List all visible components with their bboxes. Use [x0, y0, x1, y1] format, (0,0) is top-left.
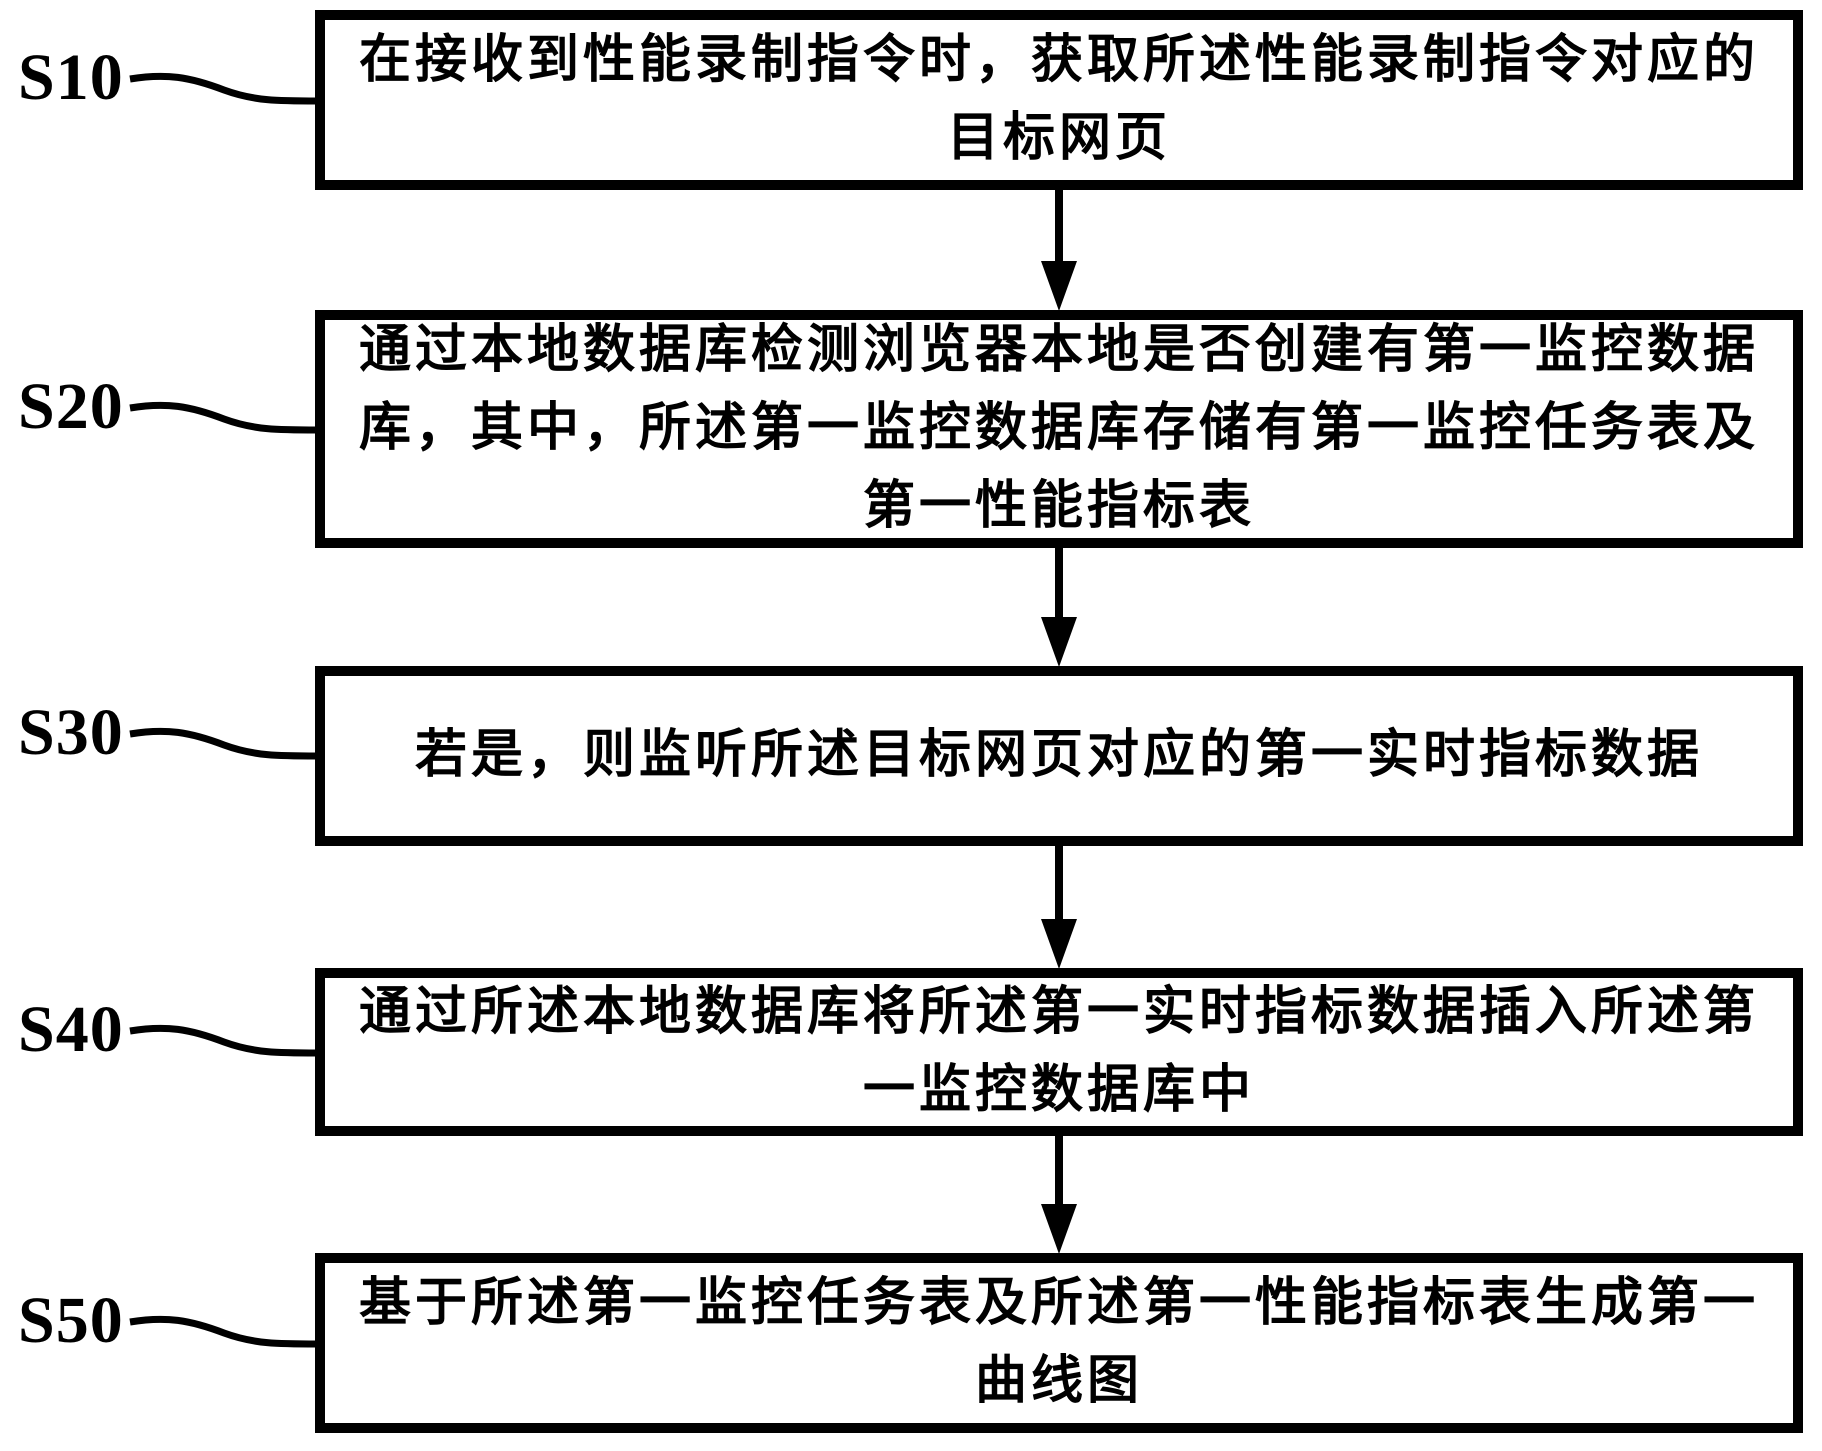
arrow-shaft	[1055, 846, 1063, 939]
step-text-line: 通过本地数据库检测浏览器本地是否创建有第一监控数据	[358, 322, 1759, 379]
step-box-s10: 在接收到性能录制指令时，获取所述性能录制指令对应的 目标网页	[315, 10, 1803, 190]
arrow-head-icon	[1041, 919, 1077, 969]
arrow-shaft	[1055, 548, 1063, 637]
step-text-line: 若是，则监听所述目标网页对应的第一实时指标数据	[414, 727, 1703, 784]
flow-arrow-down	[1039, 846, 1079, 969]
step-text-line: 通过所述本地数据库将所述第一实时指标数据插入所述第	[358, 984, 1759, 1041]
flow-arrow-down	[1039, 190, 1079, 311]
step-box-s20: 通过本地数据库检测浏览器本地是否创建有第一监控数据 库，其中，所述第一监控数据库…	[315, 310, 1803, 548]
step-text-line: 第一性能指标表	[862, 478, 1255, 535]
arrow-shaft	[1055, 190, 1063, 281]
step-box-s30: 若是，则监听所述目标网页对应的第一实时指标数据	[315, 666, 1803, 846]
step-label-s30: S30	[18, 696, 124, 769]
step-label-s10: S10	[18, 41, 124, 114]
step-text-line: 库，其中，所述第一监控数据库存储有第一监控任务表及	[358, 400, 1759, 457]
step-text-line: 曲线图	[974, 1353, 1143, 1410]
step-text-line: 基于所述第一监控任务表及所述第一性能指标表生成第一	[358, 1275, 1759, 1332]
step-label-s40: S40	[18, 993, 124, 1066]
step-text-line: 目标网页	[946, 110, 1171, 167]
leader-line-s50	[129, 1315, 319, 1348]
step-label-s20: S20	[18, 370, 124, 443]
flow-arrow-down	[1039, 548, 1079, 667]
arrow-head-icon	[1041, 617, 1077, 667]
leader-line-s20	[129, 401, 319, 434]
step-text-line: 在接收到性能录制指令时，获取所述性能录制指令对应的	[358, 32, 1759, 89]
step-label-s50: S50	[18, 1284, 124, 1357]
arrow-head-icon	[1041, 261, 1077, 311]
leader-line-s40	[129, 1024, 319, 1057]
arrow-head-icon	[1041, 1204, 1077, 1254]
step-box-s40: 通过所述本地数据库将所述第一实时指标数据插入所述第 一监控数据库中	[315, 968, 1803, 1136]
leader-line-s30	[129, 727, 319, 760]
step-text-line: 一监控数据库中	[862, 1062, 1255, 1119]
flow-arrow-down	[1039, 1136, 1079, 1254]
step-box-s50: 基于所述第一监控任务表及所述第一性能指标表生成第一 曲线图	[315, 1253, 1803, 1433]
leader-line-s10	[129, 72, 319, 105]
arrow-shaft	[1055, 1136, 1063, 1224]
